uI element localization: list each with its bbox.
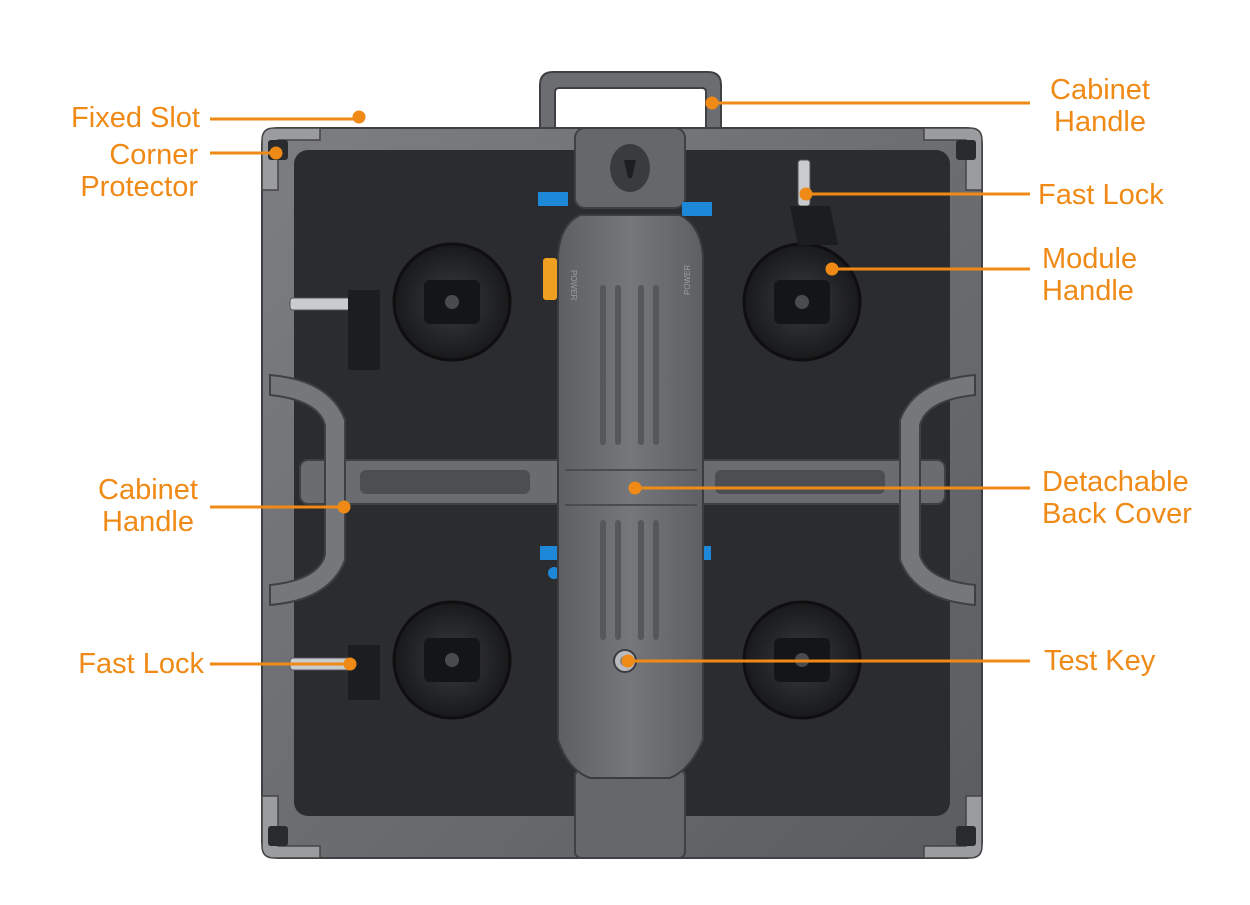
label-module-handle-line1: Module (1042, 243, 1138, 275)
leader-dot-fast-lock-left (343, 657, 357, 671)
back-cover: POWER POWER (543, 214, 704, 779)
label-back-cover-line1: Detachable (1042, 466, 1189, 498)
leader-dot-test-key (621, 654, 635, 668)
fast-lock-mid-left (289, 290, 380, 370)
label-cabinet-handle-left-line1: Cabinet (98, 474, 198, 506)
label-cabinet-handle-left-line2: Handle (102, 506, 194, 538)
label-cabinet-handle-top-line1: Cabinet (1050, 74, 1150, 106)
label-cabinet-handle-top-line2: Handle (1054, 106, 1146, 138)
leader-lines (210, 96, 1030, 671)
label-test-key-text: Test Key (1044, 645, 1156, 677)
leader-dot-cabinet-handle-left (337, 500, 351, 514)
label-test-key: Test Key (1044, 645, 1194, 677)
power-text-right: POWER (683, 265, 692, 295)
leader-dot-fixed-slot (352, 110, 366, 124)
power-text-left: POWER (569, 270, 578, 300)
label-fast-lock-top-text: Fast Lock (1038, 179, 1164, 211)
label-detachable-back-cover: Detachable Back Cover (1042, 466, 1232, 530)
module-bottom-left (392, 600, 512, 720)
leader-dot-cabinet-handle-top (705, 96, 719, 110)
label-module-handle: Module Handle (1042, 243, 1192, 307)
leader-dot-corner-protector (269, 146, 283, 160)
label-fast-lock-top: Fast Lock (1038, 179, 1218, 211)
leader-dot-module-handle (825, 262, 839, 276)
label-fast-lock-left: Fast Lock (30, 648, 204, 680)
label-fixed-slot: Fixed Slot (40, 102, 200, 134)
label-cabinet-handle-top: Cabinet Handle (1030, 74, 1170, 138)
corner-protectors (261, 127, 983, 859)
label-corner-protector: Corner Protector (40, 139, 198, 203)
module-top-left (392, 242, 512, 362)
leader-dot-back-cover (628, 481, 642, 495)
label-corner-protector-line2: Protector (80, 171, 198, 203)
power-connector (543, 258, 557, 300)
module-top-right (742, 242, 862, 362)
leader-dot-fast-lock-top (799, 187, 813, 201)
side-handle-left (269, 373, 346, 607)
label-fixed-slot-text: Fixed Slot (71, 102, 200, 134)
label-back-cover-line2: Back Cover (1042, 498, 1192, 530)
label-module-handle-line2: Handle (1042, 275, 1134, 307)
label-corner-protector-line1: Corner (109, 139, 198, 171)
side-handle-right (899, 373, 976, 607)
label-fast-lock-left-text: Fast Lock (78, 648, 204, 680)
label-cabinet-handle-left: Cabinet Handle (78, 474, 218, 538)
